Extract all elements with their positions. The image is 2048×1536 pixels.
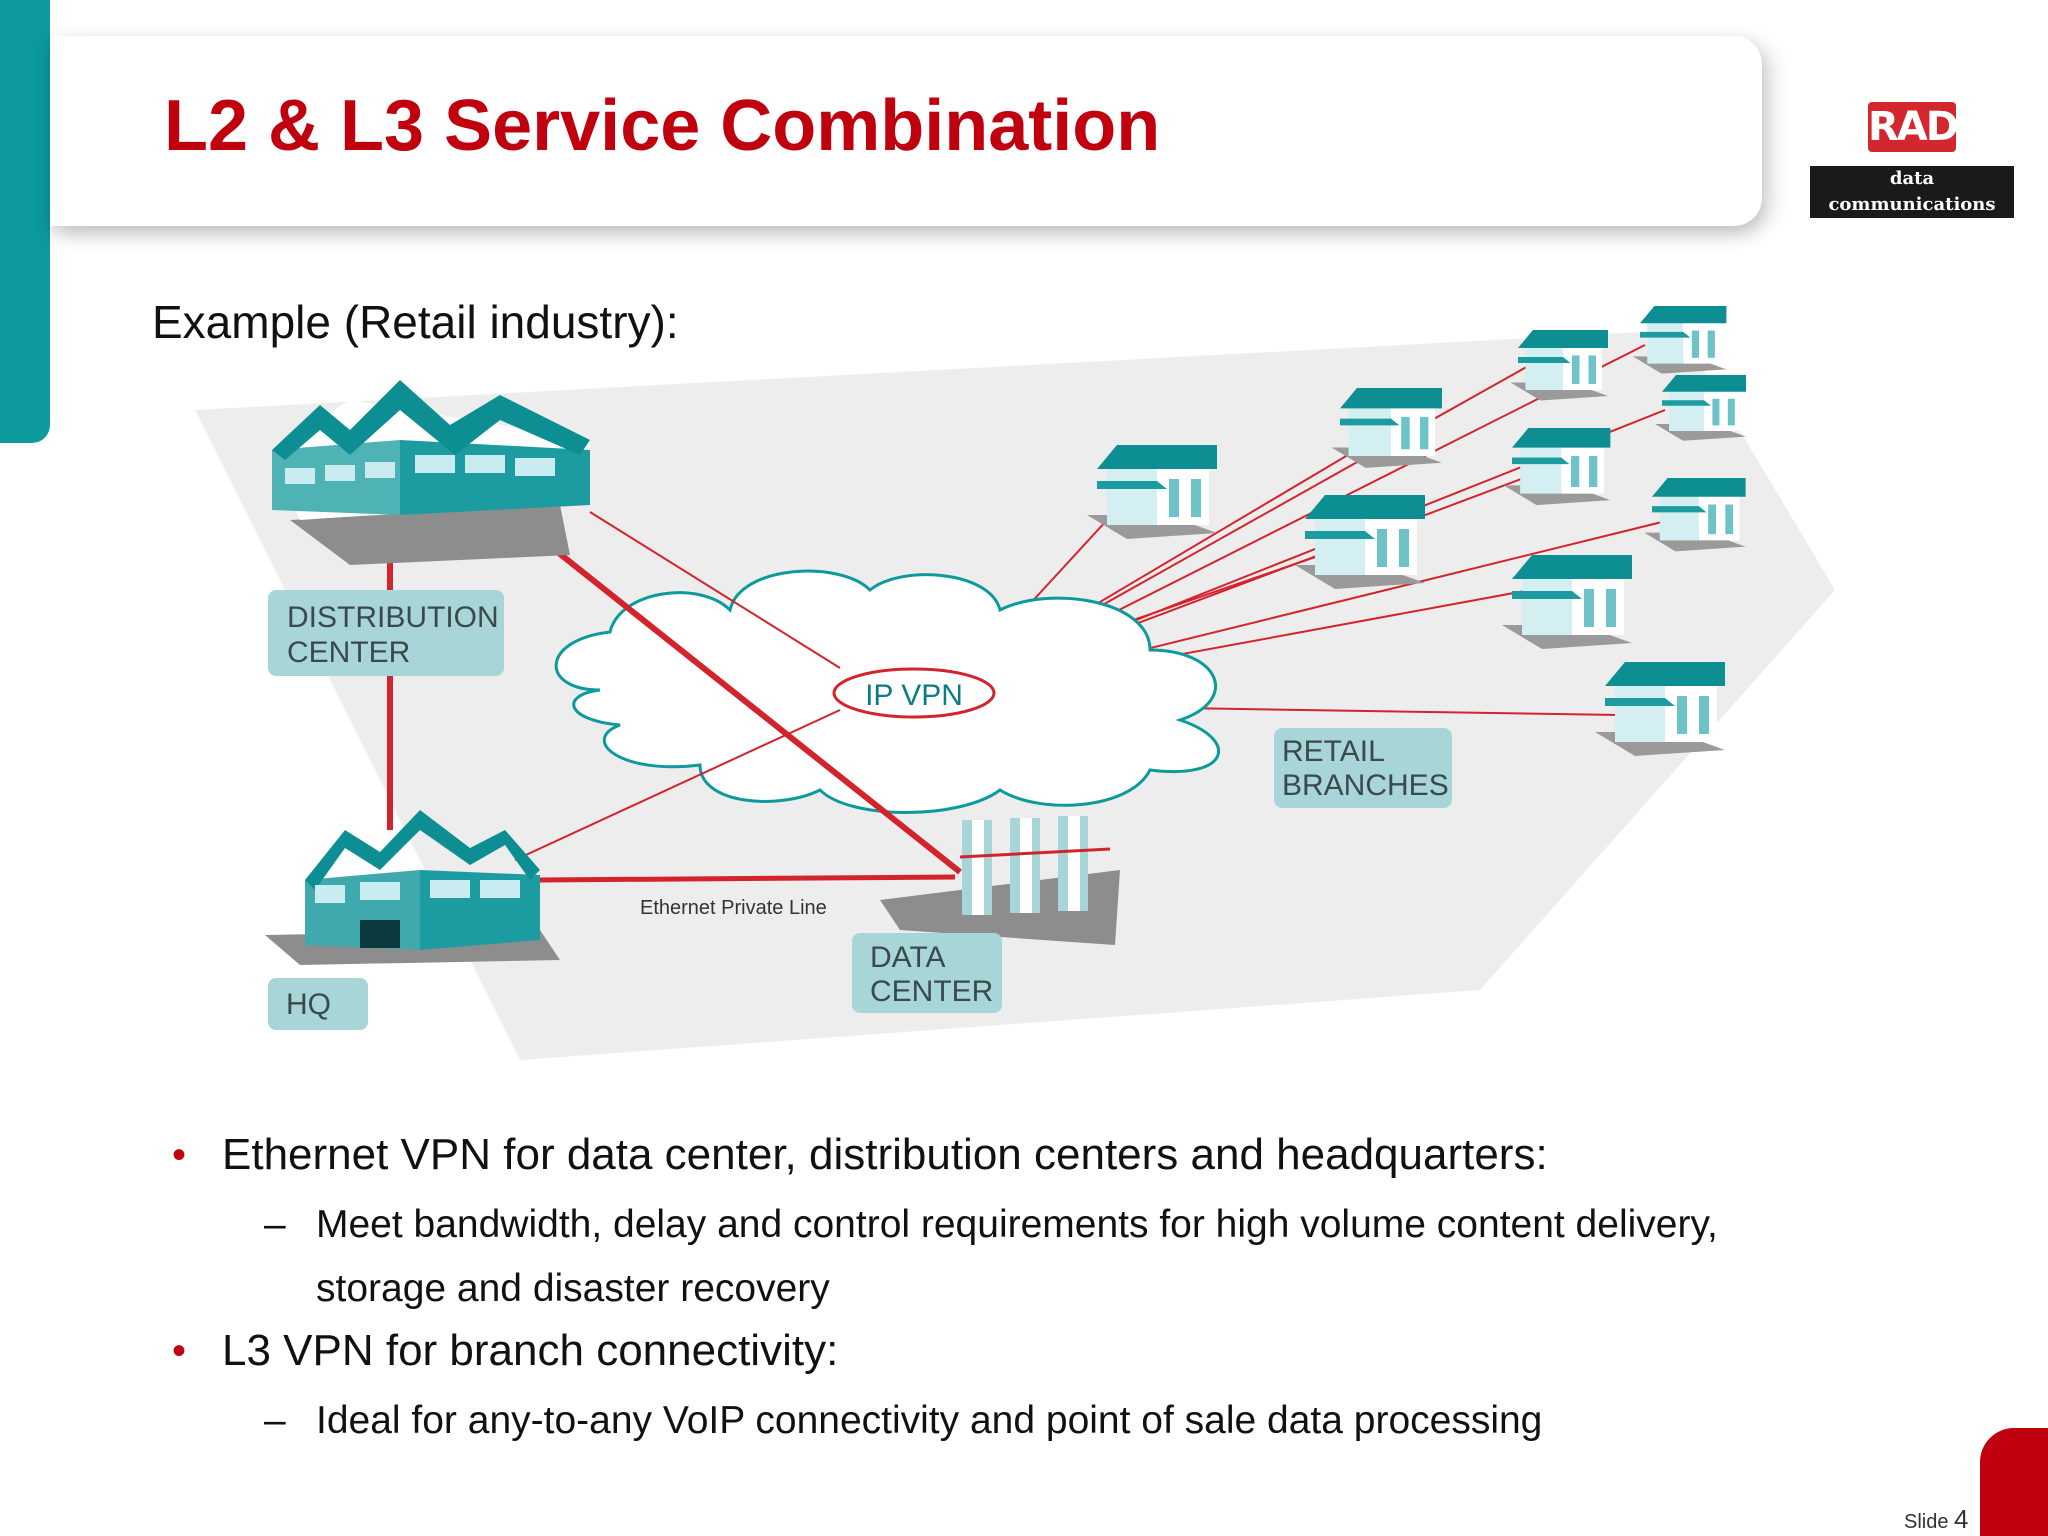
hq-building-icon bbox=[265, 810, 560, 965]
bullet-dot-icon: • bbox=[172, 1329, 187, 1373]
branch-house bbox=[1502, 555, 1632, 649]
branch-house bbox=[1632, 306, 1727, 374]
ip-vpn-badge bbox=[832, 667, 996, 719]
hq-label: HQ bbox=[286, 988, 331, 1021]
side-accent-bar bbox=[0, 0, 50, 443]
branch-house bbox=[1595, 662, 1725, 756]
hq-label-box: HQ bbox=[268, 978, 368, 1030]
slide-number: Slide 4 bbox=[1904, 1504, 1969, 1535]
sub-bullet-text: Meet bandwidth, delay and control requir… bbox=[316, 1203, 1718, 1310]
data-center-label-line1: DATA bbox=[870, 941, 946, 974]
title-banner bbox=[50, 36, 1762, 226]
distribution-center-label-line1: DISTRIBUTION bbox=[287, 601, 499, 634]
retail-branches-label-box: RETAIL BRANCHES bbox=[1274, 728, 1452, 808]
distribution-center-label-box: DISTRIBUTION CENTER bbox=[268, 590, 504, 676]
bullet-text: L3 VPN for branch connectivity: bbox=[222, 1326, 839, 1375]
data-center-label-line2: CENTER bbox=[870, 975, 993, 1008]
sub-bullet-dash-icon: – bbox=[264, 1399, 286, 1442]
ethernet-private-line-label: Ethernet Private Line bbox=[640, 897, 827, 919]
branch-house bbox=[1087, 445, 1217, 539]
retail-branch-houses bbox=[1087, 306, 1746, 756]
branch-house bbox=[1655, 375, 1746, 441]
branch-house bbox=[1644, 478, 1746, 552]
slide-number-prefix: Slide bbox=[1904, 1511, 1949, 1533]
branch-house bbox=[1295, 495, 1425, 589]
retail-branches-label-line1: RETAIL bbox=[1282, 735, 1385, 768]
sub-bullet-dash-icon: – bbox=[264, 1203, 286, 1246]
data-center-label-box: DATA CENTER bbox=[852, 933, 1002, 1013]
distribution-center-icon bbox=[272, 380, 590, 565]
data-center-icon bbox=[880, 816, 1120, 945]
bottom-accent-shape bbox=[1980, 1428, 2048, 1536]
sub-bullet-text: Ideal for any-to-any VoIP connectivity a… bbox=[316, 1399, 1543, 1442]
sub-bullet-item: – Ideal for any-to-any VoIP connectivity… bbox=[172, 1389, 1746, 1453]
branch-house bbox=[1503, 428, 1611, 506]
bullet-item: • L3 VPN for branch connectivity: bbox=[172, 1321, 1872, 1381]
rad-logo: RAD data communications bbox=[1810, 102, 2014, 218]
bullet-text: Ethernet VPN for data center, distributi… bbox=[222, 1130, 1548, 1179]
slide-title: L2 & L3 Service Combination bbox=[164, 86, 1161, 166]
example-label: Example (Retail industry): bbox=[152, 296, 679, 348]
distribution-center-label-line2: CENTER bbox=[287, 636, 410, 669]
retail-branches-label-line2: BRANCHES bbox=[1282, 769, 1449, 802]
branch-house bbox=[1331, 388, 1442, 468]
bullet-item: • Ethernet VPN for data center, distribu… bbox=[172, 1125, 1872, 1185]
logo-subtitle: data communications bbox=[1810, 166, 2014, 218]
sub-bullet-item: – Meet bandwidth, delay and control requ… bbox=[172, 1193, 1746, 1321]
slide-number-value: 4 bbox=[1954, 1504, 1969, 1534]
ip-vpn-label: IP VPN bbox=[865, 679, 963, 712]
bullet-list: • Ethernet VPN for data center, distribu… bbox=[172, 1125, 1872, 1453]
logo-mark: RAD bbox=[1868, 102, 1959, 152]
bullet-dot-icon: • bbox=[172, 1133, 187, 1177]
branch-house bbox=[1510, 330, 1608, 401]
